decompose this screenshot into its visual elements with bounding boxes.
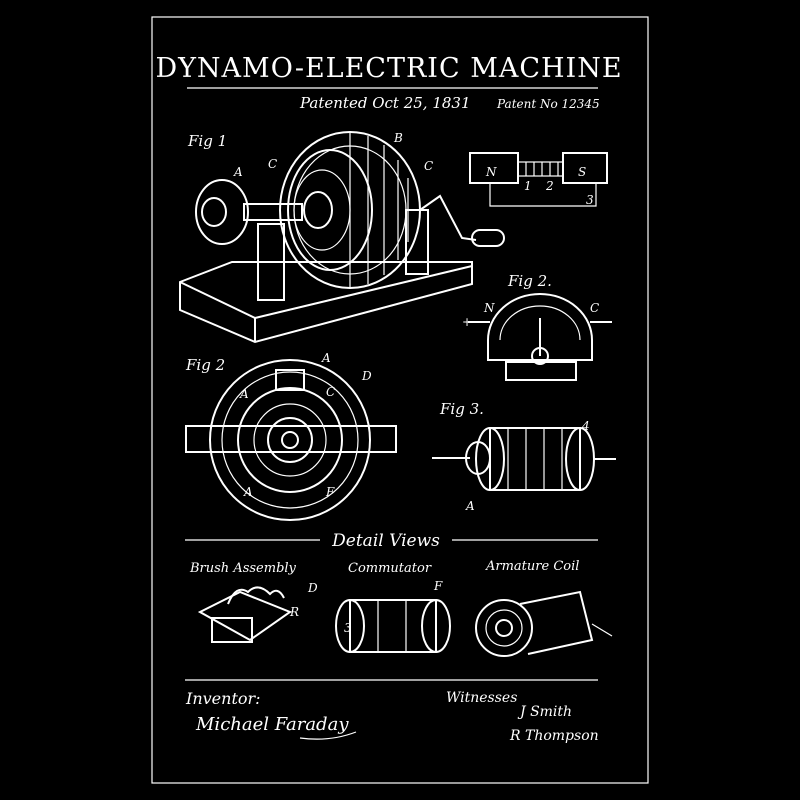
fig2-mark-f: F [325, 485, 335, 499]
fig1-mark-c-right: C [424, 159, 433, 173]
fig3-label: Fig 3. [439, 400, 484, 418]
detail-views-heading: Detail Views [331, 531, 440, 551]
fig2-label: Fig 2 [185, 356, 225, 374]
inventor-label: Inventor: [185, 689, 261, 708]
fig2-mark-c: C [326, 385, 335, 399]
fig1-mark-c-left: C [268, 157, 277, 171]
poster-border [151, 16, 649, 784]
brush-mark-r: R [289, 605, 299, 619]
patent-date: Patented Oct 25, 1831 [299, 94, 471, 112]
witnesses-label: Witnesses [446, 690, 517, 706]
armature-coil-label: Armature Coil [485, 559, 579, 574]
armature-coil-drawing [475, 590, 613, 657]
commutator-label: Commutator [348, 561, 432, 576]
fig2-mark-a-top: A [321, 351, 331, 365]
commutator-mark-3: 3 [344, 621, 352, 635]
poster-title: DYNAMO-ELECTRIC MACHINE [155, 53, 622, 84]
inventor-name: Michael Faraday [195, 714, 349, 735]
fig2-generator-drawing: Fig 2 A C D A F A [185, 351, 397, 521]
fig2-top-label: Fig 2. [507, 272, 552, 290]
witness-1: J Smith [517, 704, 572, 720]
meter-mark-n: N [483, 301, 495, 315]
brush-assembly-label: Brush Assembly [189, 561, 297, 576]
magnet-mark-2: 2 [545, 179, 554, 193]
meter-mark-c: C [590, 301, 599, 315]
meter-mark-plus: + [462, 315, 472, 329]
fig1-dynamo-drawing: Fig 1 A B C C [179, 131, 505, 344]
witness-2: R Thompson [509, 728, 599, 744]
magnet-n-label: N [485, 165, 497, 179]
fig3-armature-drawing: Fig 3. A 4 [432, 400, 616, 513]
fig1-mark-a: A [233, 165, 243, 179]
commutator-drawing: F 3 [335, 579, 451, 653]
meter-diagram: Fig 2. N C + [462, 272, 612, 381]
fig3-mark-a: A [465, 499, 475, 513]
fig2-mark-a-bottom: A [243, 485, 253, 499]
commutator-mark-f: F [433, 579, 443, 593]
fig2-mark-a-left: A [239, 387, 249, 401]
brush-assembly-drawing: D R [197, 581, 318, 643]
inventor-signature-flourish [299, 731, 357, 740]
magnet-mark-1: 1 [524, 179, 532, 193]
magnet-mark-3: 3 [586, 193, 594, 207]
fig3-mark-4: 4 [581, 419, 590, 433]
magnet-diagram: N S 1 2 3 [469, 152, 608, 207]
magnet-s-label: S [578, 165, 586, 179]
fig2-mark-d: D [361, 369, 372, 383]
fig1-label: Fig 1 [187, 132, 227, 150]
brush-mark-d: D [307, 581, 318, 595]
fig1-mark-b: B [393, 131, 403, 145]
patent-number: Patent No 12345 [496, 97, 600, 111]
